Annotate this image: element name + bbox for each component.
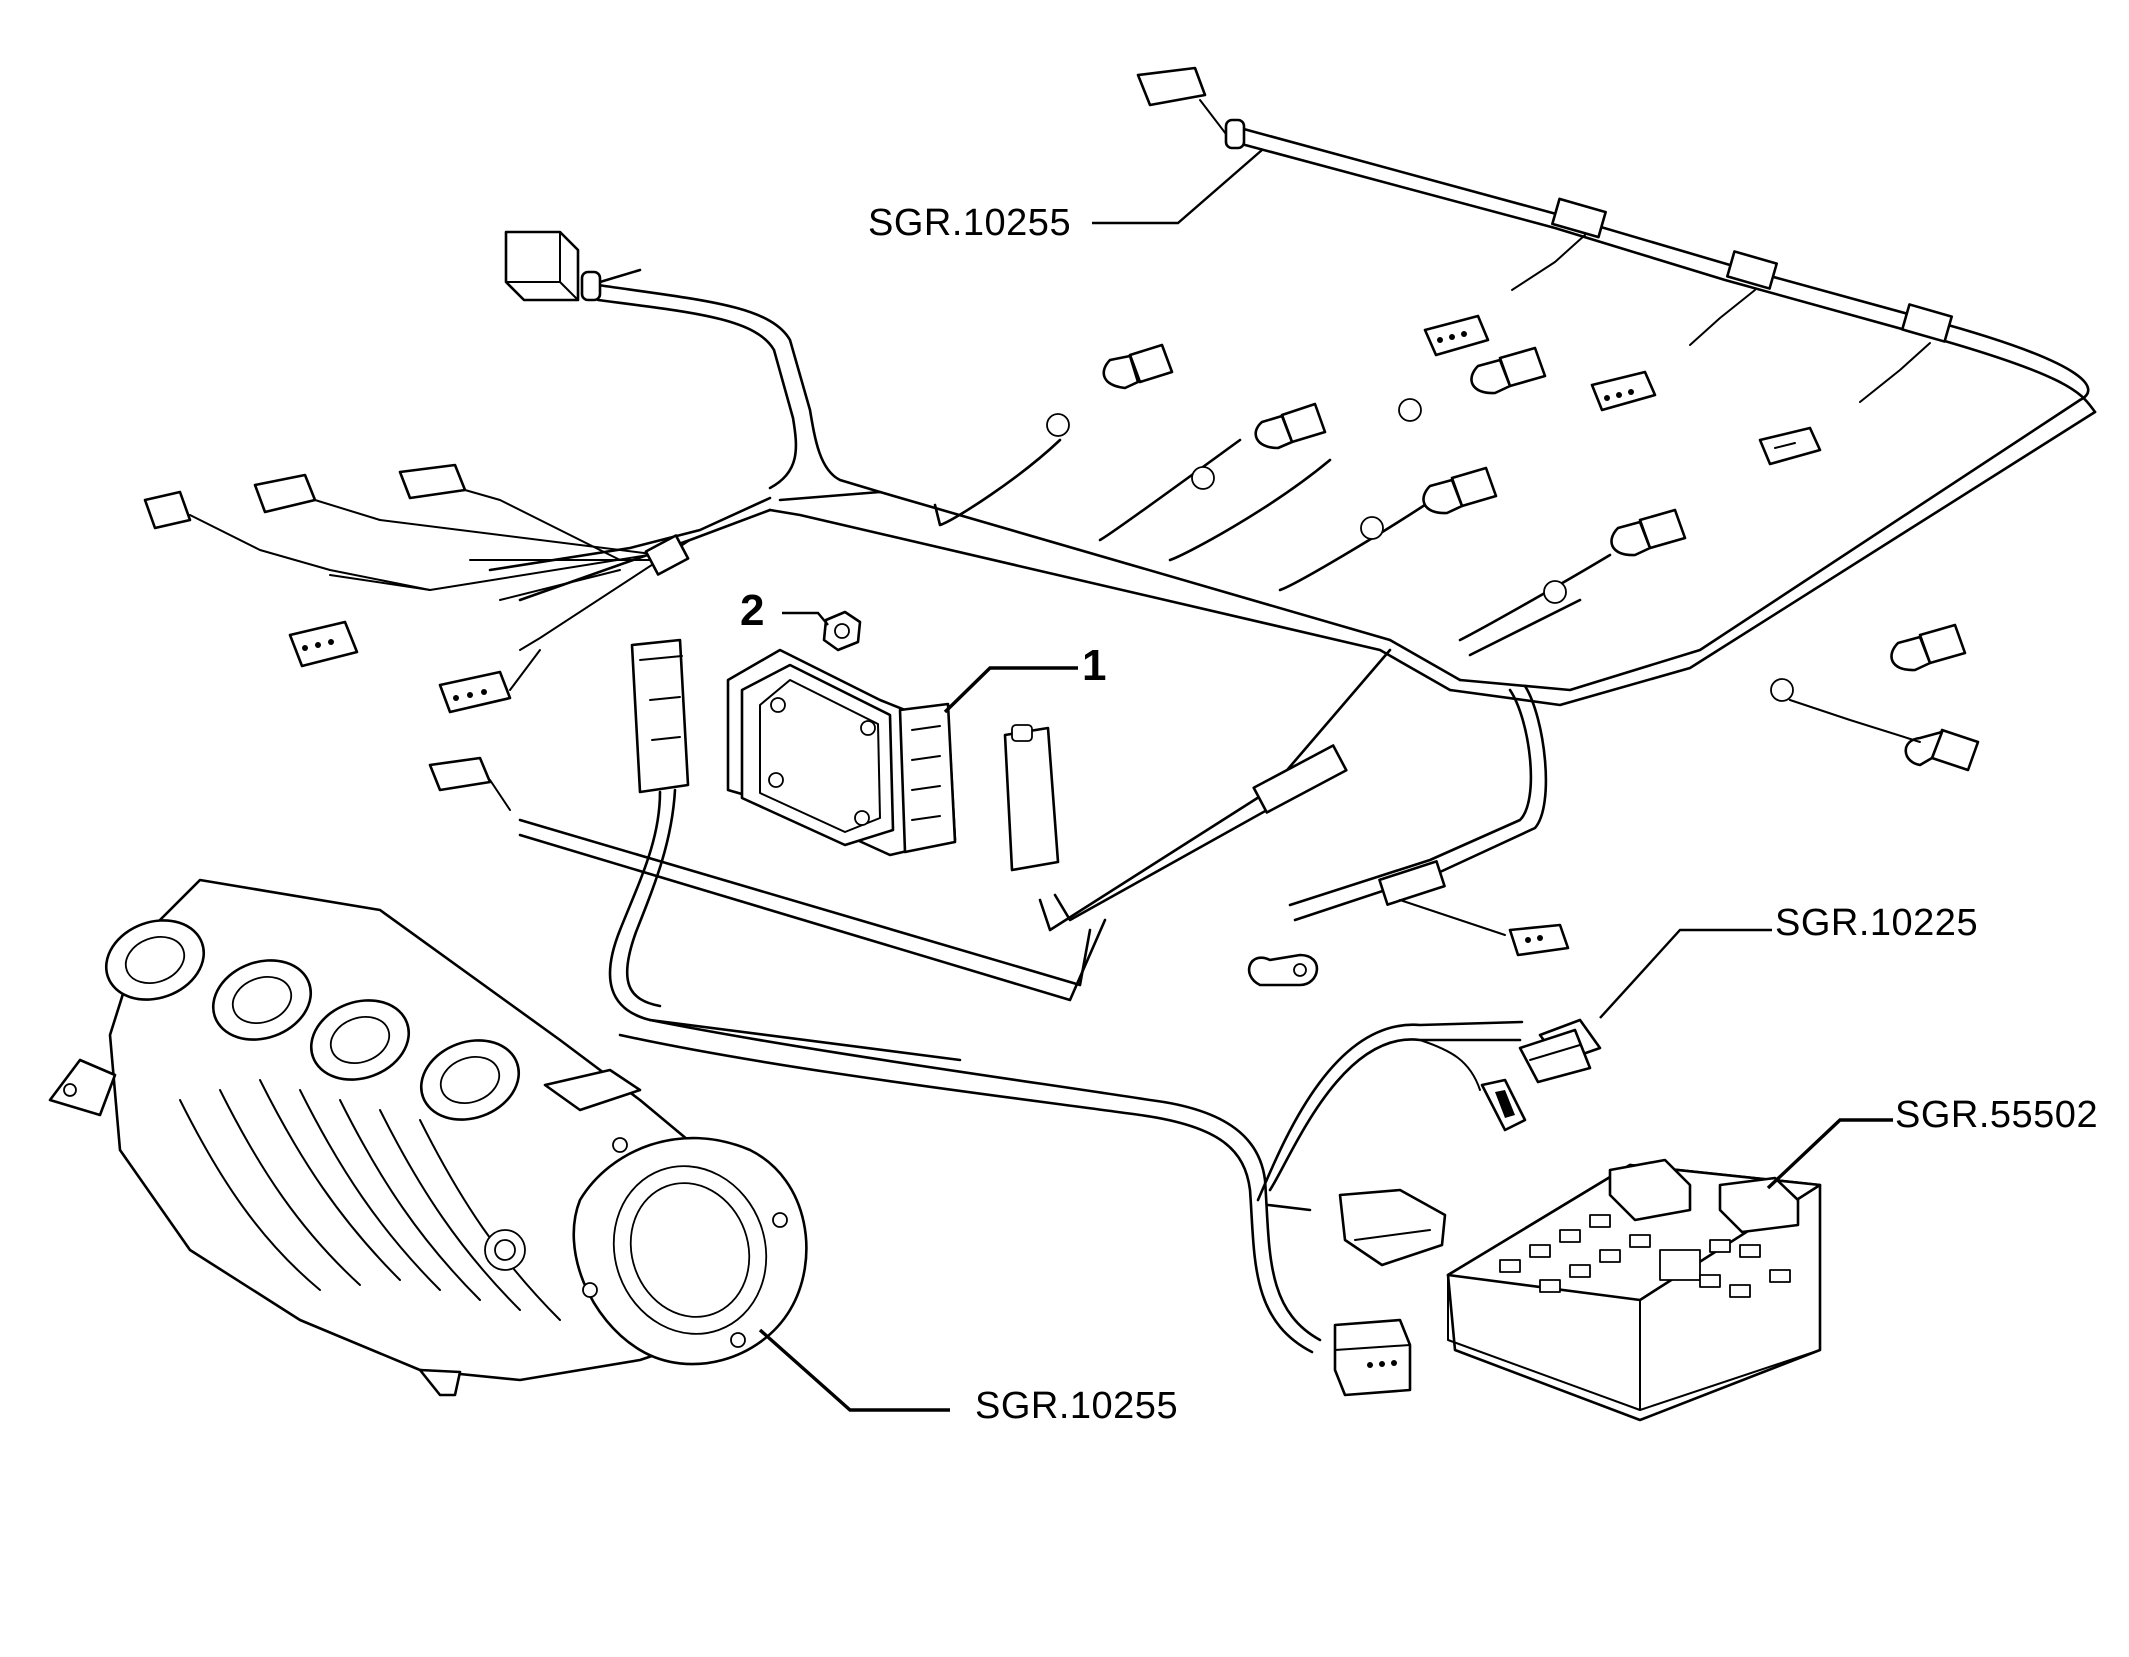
sensor-plug (1191, 402, 1327, 490)
sensor-plug (1770, 623, 1967, 702)
sensor-plug (1789, 699, 1980, 772)
intake-manifold (48, 878, 808, 1397)
ecu-control-unit (726, 648, 957, 857)
labels: SGR.10255 SGR.10225 SGR.55502 SGR.10255 … (740, 202, 2098, 1427)
sensor-plug (1398, 346, 1547, 422)
label-sgr-harness-top: SGR.10255 (868, 202, 1071, 244)
fuse-slots (1499, 1214, 1791, 1298)
sensor-plug (1046, 343, 1174, 437)
sensor-plug (1360, 466, 1498, 540)
fuse-box (1446, 1158, 1822, 1422)
label-sgr-fusebox: SGR.55502 (1895, 1094, 2098, 1136)
sensor-plug (1543, 508, 1687, 604)
inline-module (1003, 724, 1060, 872)
label-item-1: 1 (1082, 641, 1106, 690)
leader-lines (758, 149, 1893, 1412)
lower-harness (618, 1018, 1602, 1397)
connector-plugs (143, 66, 1980, 957)
wire-harness (329, 126, 2097, 1002)
label-sgr-manifold: SGR.10255 (975, 1385, 1178, 1427)
label-item-2: 2 (740, 586, 764, 635)
label-sgr-connector: SGR.10225 (1775, 902, 1978, 944)
nut-part (822, 610, 862, 652)
relay-module (608, 638, 962, 1062)
